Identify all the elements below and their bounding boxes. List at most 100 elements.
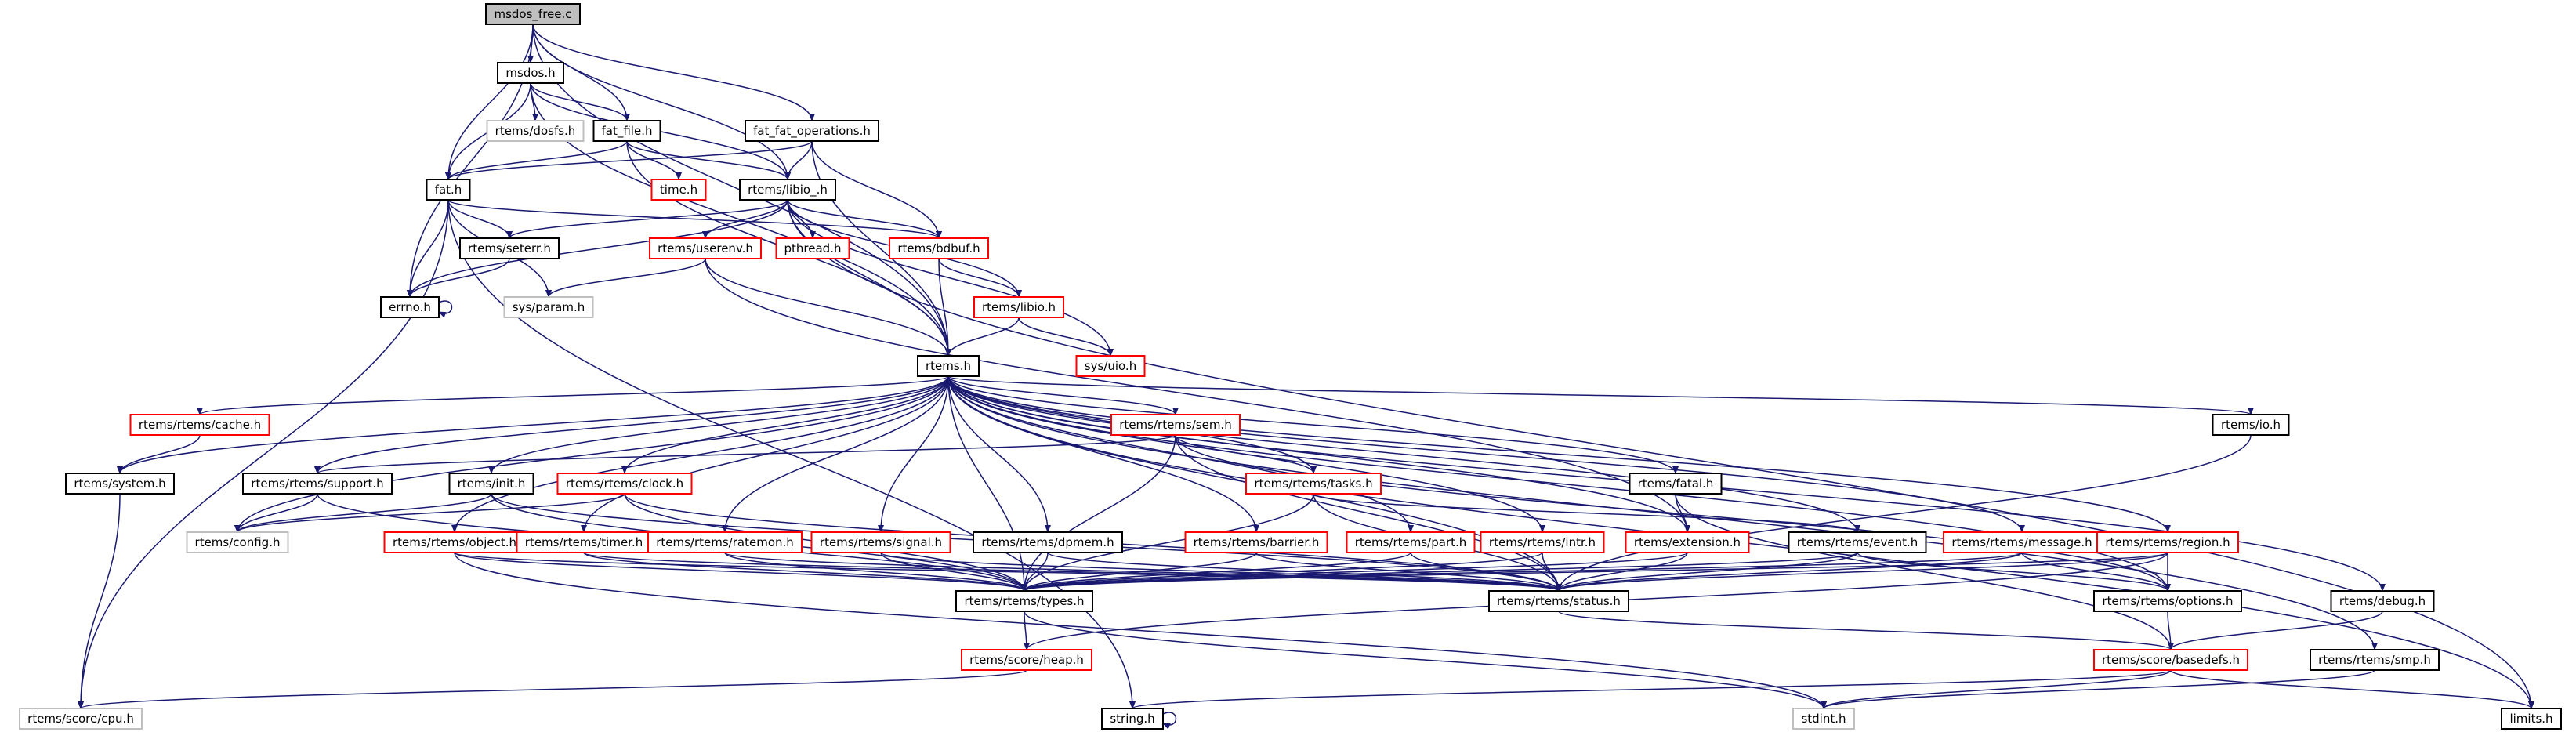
node-time-h[interactable]: time.h [650,179,707,201]
node-system-h[interactable]: rtems/system.h [65,473,175,495]
node-cpu-h[interactable]: rtems/score/cpu.h [19,708,143,730]
edge-rtems-h-to-message-h [947,375,2025,533]
edge-rtems-h-to-region-h [947,375,2171,533]
edge-basedefs-h-to-limits-h [2170,669,2534,709]
node-extension-h[interactable]: rtems/extension.h [1625,531,1750,553]
edge-debug-h-to-basedefs-h [2168,611,2383,650]
edge-barrier-h-to-types-h [1021,552,1257,592]
edge-fat-fat-ops-h-to-bdbuf-h [811,140,942,239]
node-label: fat_file.h [602,124,653,139]
node-pthread-h[interactable]: pthread.h [775,237,850,259]
node-box [242,473,393,495]
node-box [647,531,803,553]
edge-basedefs-h-to-stdint-h [1821,669,2172,709]
edge-types-h-to-stdint-h [1024,611,1827,709]
node-fat-file-h[interactable]: fat_file.h [592,120,661,142]
dependency-edges [78,24,2534,730]
node-support-h[interactable]: rtems/rtems/support.h [242,473,393,495]
node-label: rtems/rtems/types.h [964,594,1084,608]
node-box [1245,473,1382,495]
edge-clock-h-to-config-h [234,493,625,533]
node-errno-h[interactable]: errno.h [380,296,440,318]
node-sem-h[interactable]: rtems/rtems/sem.h [1110,414,1241,436]
edge-rtems-h-to-types-h [947,375,1027,592]
edge-rtems-h-to-smp-h [947,375,2378,650]
node-msdos-free[interactable]: msdos_free.c [485,3,581,25]
node-tasks-h[interactable]: rtems/rtems/tasks.h [1245,473,1382,495]
node-box [2212,414,2290,436]
node-box [556,473,693,495]
node-part-h[interactable]: rtems/rtems/part.h [1346,531,1476,553]
node-config-h[interactable]: rtems/config.h [186,531,289,553]
node-label: sys/uio.h [1085,359,1136,373]
node-libio--h[interactable]: rtems/libio_.h [739,179,836,201]
node-types-h[interactable]: rtems/rtems/types.h [955,590,1093,612]
edge-io-h-to-status-h [1556,434,2252,592]
node-seterr-h[interactable]: rtems/seterr.h [459,237,560,259]
node-basedefs-h[interactable]: rtems/score/basedefs.h [2093,649,2248,671]
node-fatal-h[interactable]: rtems/fatal.h [1629,473,1723,495]
edge-signal-h-to-types-h [880,552,1027,592]
node-smp-h[interactable]: rtems/rtems/smp.h [2310,649,2440,671]
node-dosfs-h[interactable]: rtems/dosfs.h [486,120,585,142]
node-clock-h[interactable]: rtems/rtems/clock.h [556,473,693,495]
node-region-h[interactable]: rtems/rtems/region.h [2096,531,2239,553]
edge-event-h-to-status-h [1556,552,1858,592]
node-string-h[interactable]: string.h [1101,708,1164,730]
node-label: msdos.h [505,66,555,80]
node-barrier-h[interactable]: rtems/rtems/barrier.h [1184,531,1328,553]
node-box [380,296,440,318]
node-label: rtems/rtems/smp.h [2318,653,2431,667]
edge-smp-h-to-stdint-h [1821,669,2375,709]
node-box [448,473,534,495]
node-cache-h[interactable]: rtems/rtems/cache.h [129,414,270,436]
edge-rtems-h-to-dpmem-h [947,375,1051,533]
node-box [1480,531,1605,553]
node-status-h[interactable]: rtems/rtems/status.h [1488,590,1629,612]
edge-bdbuf-h-to-libio-h [938,258,1022,298]
node-event-h[interactable]: rtems/rtems/event.h [1788,531,1927,553]
node-box [503,296,594,318]
node-fat-fat-ops-h[interactable]: fat_fat_operations.h [745,120,879,142]
node-box [650,179,707,201]
edge-bdbuf-h-to-rtems-h [938,258,951,357]
node-ratemon-h[interactable]: rtems/rtems/ratemon.h [647,531,803,553]
edge-rtems-h-to-fatal-h [947,375,1679,474]
node-box [592,120,661,142]
node-msdos-h[interactable]: msdos.h [497,62,564,84]
node-param-h[interactable]: sys/param.h [503,296,594,318]
node-label: rtems/system.h [74,477,165,491]
edge-sem-h-to-options-h [1175,434,2171,592]
edge-seterr-h-to-errno-h [407,258,510,298]
node-fat-h[interactable]: fat.h [426,179,471,201]
node-label: stdint.h [1801,712,1846,726]
node-box [2310,649,2440,671]
node-label: msdos_free.c [494,7,571,22]
node-io-h[interactable]: rtems/io.h [2212,414,2290,436]
node-box [1943,531,2101,553]
node-uio-h[interactable]: sys/uio.h [1075,355,1146,377]
node-intr-h[interactable]: rtems/rtems/intr.h [1480,531,1605,553]
node-debug-h[interactable]: rtems/debug.h [2330,590,2435,612]
node-box [961,649,1092,671]
node-rtems-h[interactable]: rtems.h [917,355,980,377]
node-box [649,237,762,259]
edge-tasks-h-to-event-h [1313,493,1860,533]
node-label: rtems/debug.h [2339,594,2426,608]
node-box [65,473,175,495]
node-limits-h[interactable]: limits.h [2501,708,2562,730]
node-message-h[interactable]: rtems/rtems/message.h [1943,531,2101,553]
node-init-h[interactable]: rtems/init.h [448,473,534,495]
node-signal-h[interactable]: rtems/rtems/signal.h [810,531,951,553]
node-label: rtems/rtems/part.h [1355,535,1467,549]
node-object-h[interactable]: rtems/rtems/object.h [383,531,526,553]
node-stdint-h[interactable]: stdint.h [1792,708,1855,730]
node-dpmem-h[interactable]: rtems/rtems/dpmem.h [973,531,1123,553]
node-userenv-h[interactable]: rtems/userenv.h [649,237,762,259]
node-label: rtems/bdbuf.h [897,241,980,255]
node-heap-h[interactable]: rtems/score/heap.h [961,649,1092,671]
node-libio-h[interactable]: rtems/libio.h [973,296,1064,318]
node-options-h[interactable]: rtems/rtems/options.h [2093,590,2242,612]
node-bdbuf-h[interactable]: rtems/bdbuf.h [889,237,989,259]
node-timer-h[interactable]: rtems/rtems/timer.h [516,531,652,553]
